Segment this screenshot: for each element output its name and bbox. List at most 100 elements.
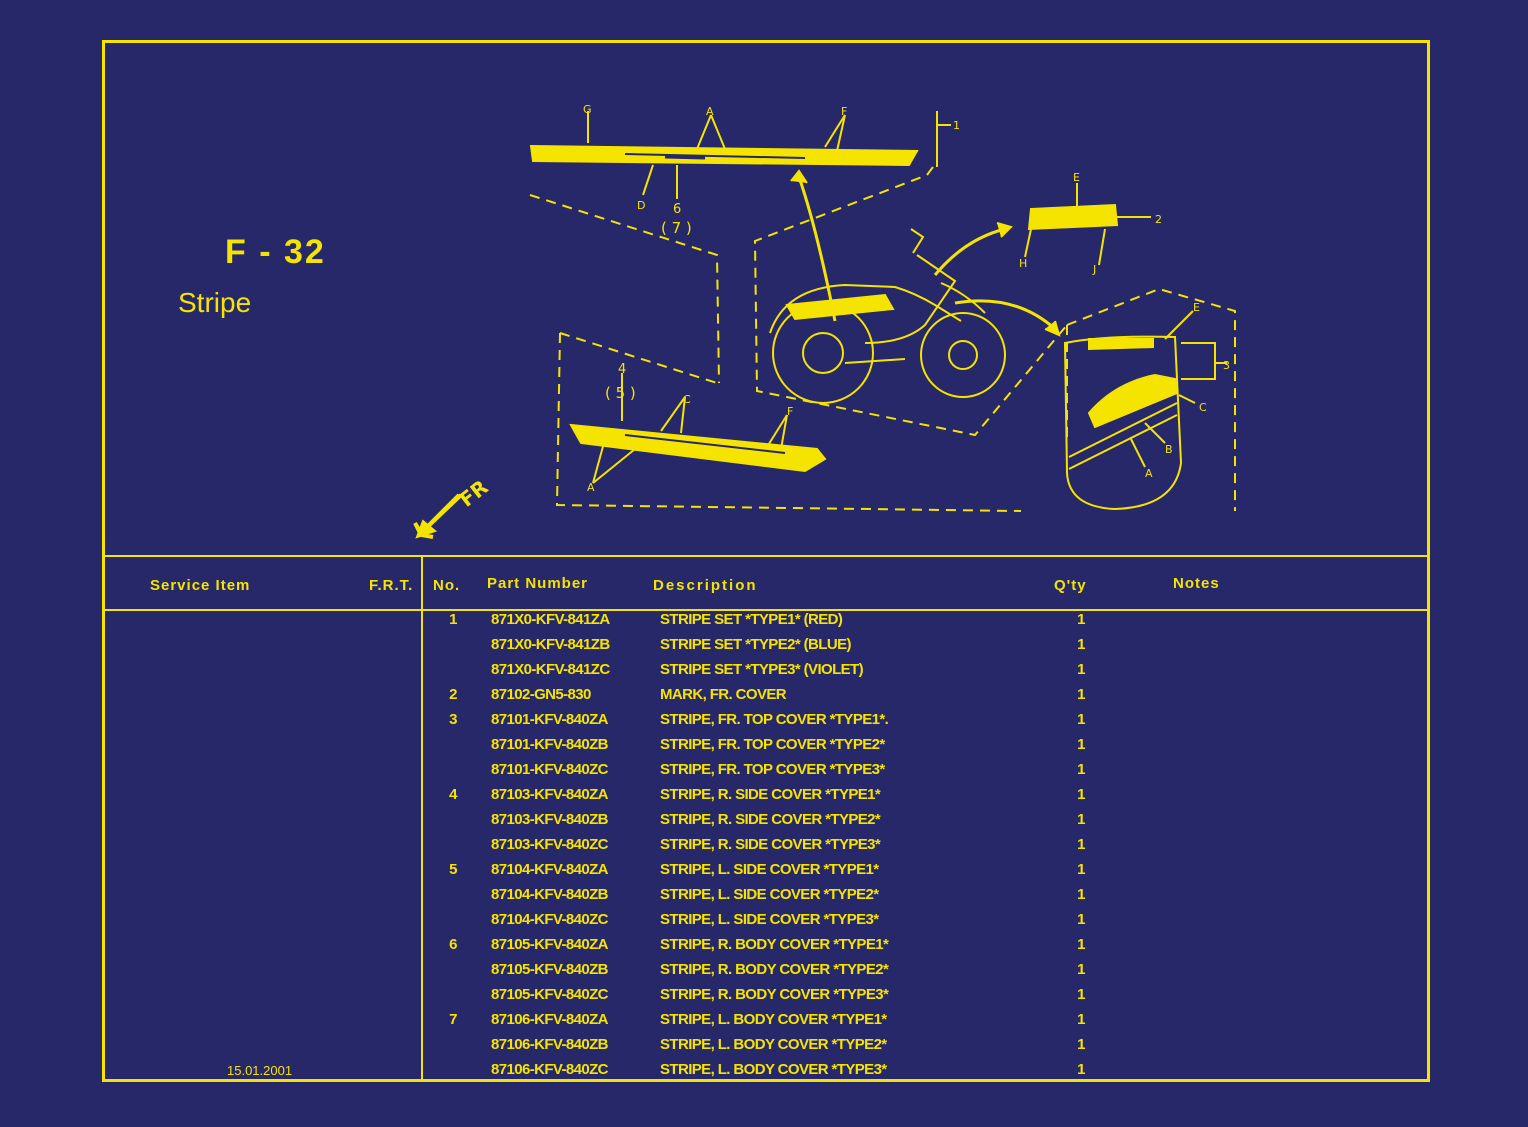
header-qty: Q'ty bbox=[1054, 577, 1087, 594]
row-part-number: 871X0-KFV-841ZC bbox=[491, 661, 610, 678]
row-description: STRIPE, R. SIDE COVER *TYPE2* bbox=[660, 811, 881, 828]
row-no: 2 bbox=[449, 686, 457, 703]
row-part-number: 87104-KFV-840ZB bbox=[491, 886, 609, 903]
row-description: STRIPE, FR. TOP COVER *TYPE3* bbox=[660, 761, 885, 778]
svg-text:H: H bbox=[1019, 257, 1027, 270]
row-qty: 1 bbox=[1077, 1036, 1085, 1053]
row-qty: 1 bbox=[1077, 936, 1085, 953]
svg-text:F: F bbox=[787, 405, 793, 418]
row-part-number: 87106-KFV-840ZA bbox=[491, 1011, 609, 1028]
page-title: Stripe bbox=[178, 287, 252, 318]
row-part-number: 87101-KFV-840ZB bbox=[491, 736, 609, 753]
svg-text:3: 3 bbox=[1223, 359, 1230, 372]
row-description: STRIPE, R. BODY COVER *TYPE3* bbox=[660, 986, 889, 1003]
svg-text:D: D bbox=[637, 199, 645, 212]
row-qty: 1 bbox=[1077, 686, 1085, 703]
row-description: STRIPE, R. BODY COVER *TYPE2* bbox=[660, 961, 889, 978]
row-description: STRIPE, FR. TOP COVER *TYPE1*. bbox=[660, 711, 889, 728]
svg-text:A: A bbox=[706, 105, 714, 118]
scooter-illustration bbox=[769, 228, 1006, 404]
row-qty: 1 bbox=[1077, 811, 1085, 828]
svg-text:G: G bbox=[583, 103, 592, 116]
svg-text:( 7 ): ( 7 ) bbox=[661, 219, 692, 237]
table-top-divider bbox=[105, 555, 1427, 557]
row-qty: 1 bbox=[1077, 836, 1085, 853]
row-description: STRIPE, L. BODY COVER *TYPE1* bbox=[660, 1011, 887, 1028]
svg-text:A: A bbox=[587, 481, 595, 494]
row-part-number: 871X0-KFV-841ZB bbox=[491, 636, 610, 653]
row-part-number: 87103-KFV-840ZA bbox=[491, 786, 609, 803]
row-no: 7 bbox=[449, 1011, 457, 1028]
issue-date: 15.01.2001 bbox=[227, 1063, 293, 1078]
row-no: 3 bbox=[449, 711, 457, 728]
svg-text:1: 1 bbox=[953, 119, 960, 132]
row-description: STRIPE SET *TYPE2* (BLUE) bbox=[660, 636, 851, 653]
svg-text:B: B bbox=[1165, 443, 1173, 456]
row-no: 6 bbox=[449, 936, 457, 953]
row-description: STRIPE, FR. TOP COVER *TYPE2* bbox=[660, 736, 885, 753]
row-qty: 1 bbox=[1077, 761, 1085, 778]
row-part-number: 87105-KFV-840ZB bbox=[491, 961, 609, 978]
svg-text:C: C bbox=[1199, 401, 1207, 414]
exploded-diagram: G A F 1 D 6 ( 7 ) E 2 H J E 3 C B A 4 ( … bbox=[413, 103, 1236, 539]
row-description: STRIPE SET *TYPE1* (RED) bbox=[660, 611, 843, 628]
row-no: 1 bbox=[449, 611, 457, 628]
row-qty: 1 bbox=[1077, 711, 1085, 728]
svg-text:2: 2 bbox=[1155, 213, 1162, 226]
row-description: MARK, FR. COVER bbox=[660, 686, 787, 703]
row-description: STRIPE, L. BODY COVER *TYPE3* bbox=[660, 1061, 887, 1078]
front-direction-arrow bbox=[413, 493, 463, 539]
svg-text:C: C bbox=[683, 393, 691, 406]
row-part-number: 87101-KFV-840ZA bbox=[491, 711, 609, 728]
svg-text:J: J bbox=[1092, 263, 1096, 276]
svg-text:E: E bbox=[1193, 301, 1200, 314]
body-cover-panel bbox=[1063, 335, 1183, 511]
row-description: STRIPE, L. SIDE COVER *TYPE3* bbox=[660, 911, 879, 928]
row-description: STRIPE, R. SIDE COVER *TYPE3* bbox=[660, 836, 881, 853]
row-part-number: 87101-KFV-840ZC bbox=[491, 761, 609, 778]
svg-text:( 5 ): ( 5 ) bbox=[605, 384, 636, 402]
header-frt: F.R.T. bbox=[369, 577, 414, 594]
row-qty: 1 bbox=[1077, 661, 1085, 678]
row-qty: 1 bbox=[1077, 911, 1085, 928]
header-bottom-divider bbox=[105, 609, 1427, 611]
parts-sheet-frame: G A F 1 D 6 ( 7 ) E 2 H J E 3 C B A 4 ( … bbox=[102, 40, 1430, 1082]
row-part-number: 871X0-KFV-841ZA bbox=[491, 611, 610, 628]
figure-code: F - 32 bbox=[225, 233, 326, 271]
row-qty: 1 bbox=[1077, 1011, 1085, 1028]
row-description: STRIPE, L. SIDE COVER *TYPE2* bbox=[660, 886, 879, 903]
fr-label: FR bbox=[455, 475, 493, 512]
row-qty: 1 bbox=[1077, 961, 1085, 978]
frt-column-divider bbox=[421, 555, 423, 1079]
side-cover-stripe bbox=[569, 423, 827, 473]
row-part-number: 87104-KFV-840ZA bbox=[491, 861, 609, 878]
row-qty: 1 bbox=[1077, 736, 1085, 753]
fr-cover-mark bbox=[1027, 203, 1119, 231]
row-description: STRIPE, L. SIDE COVER *TYPE1* bbox=[660, 861, 879, 878]
svg-text:E: E bbox=[1073, 171, 1080, 184]
row-part-number: 87105-KFV-840ZA bbox=[491, 936, 609, 953]
row-part-number: 87103-KFV-840ZB bbox=[491, 811, 609, 828]
row-qty: 1 bbox=[1077, 636, 1085, 653]
svg-text:4: 4 bbox=[618, 362, 626, 377]
row-part-number: 87106-KFV-840ZB bbox=[491, 1036, 609, 1053]
row-part-number: 87106-KFV-840ZC bbox=[491, 1061, 609, 1078]
row-qty: 1 bbox=[1077, 886, 1085, 903]
row-description: STRIPE, R. SIDE COVER *TYPE1* bbox=[660, 786, 881, 803]
row-qty: 1 bbox=[1077, 1061, 1085, 1078]
row-part-number: 87105-KFV-840ZC bbox=[491, 986, 609, 1003]
row-no: 4 bbox=[449, 786, 457, 803]
row-part-number: 87104-KFV-840ZC bbox=[491, 911, 609, 928]
row-qty: 1 bbox=[1077, 861, 1085, 878]
header-service-item: Service Item bbox=[150, 577, 251, 594]
row-part-number: 87102-GN5-830 bbox=[491, 686, 591, 703]
row-qty: 1 bbox=[1077, 986, 1085, 1003]
header-notes: Notes bbox=[1173, 575, 1220, 592]
svg-text:A: A bbox=[1145, 467, 1153, 480]
row-qty: 1 bbox=[1077, 786, 1085, 803]
row-no: 5 bbox=[449, 861, 457, 878]
top-cover-stripe bbox=[529, 144, 919, 167]
row-description: STRIPE SET *TYPE3* (VIOLET) bbox=[660, 661, 864, 678]
row-description: STRIPE, R. BODY COVER *TYPE1* bbox=[660, 936, 889, 953]
header-description: Description bbox=[653, 577, 758, 594]
